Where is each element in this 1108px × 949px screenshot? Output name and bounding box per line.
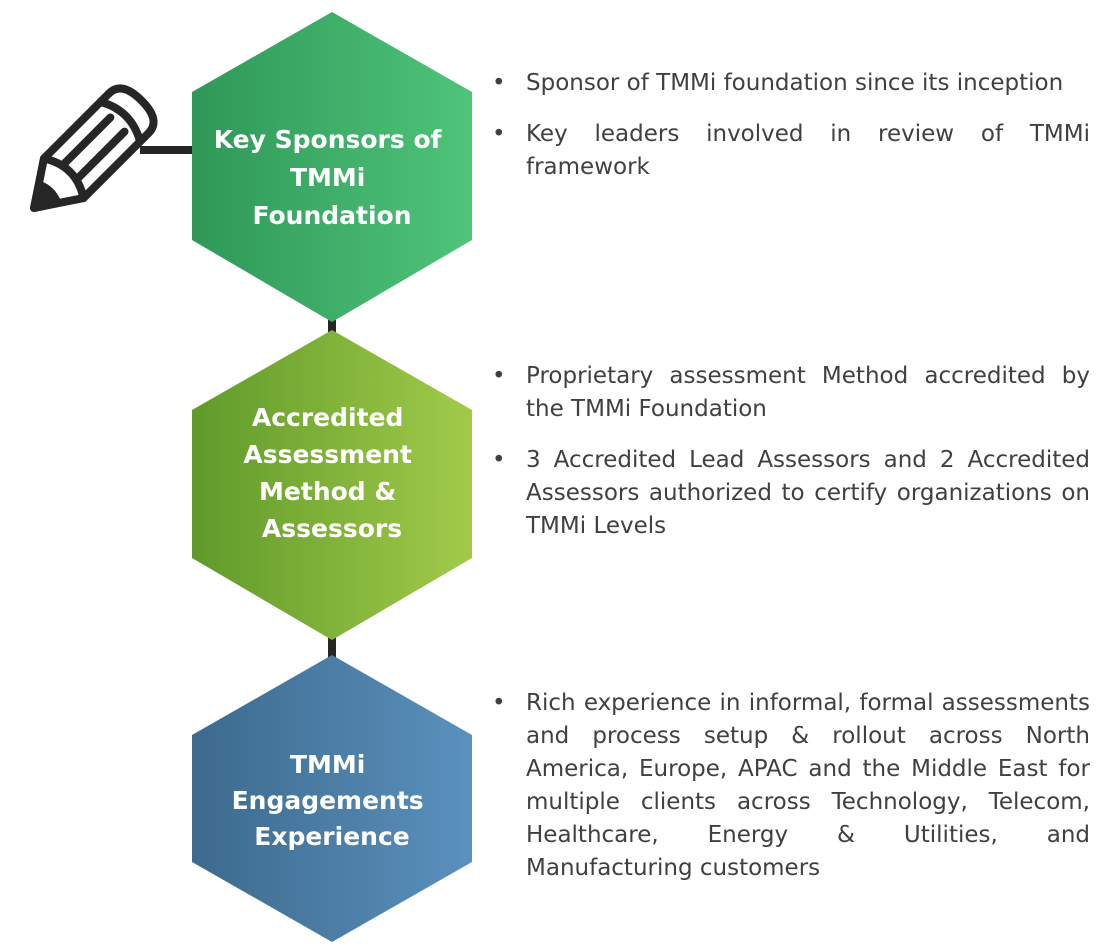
stage-3: TMMi Engagements Experience	[192, 655, 472, 942]
stage-3-label: TMMi Engagements Experience	[232, 750, 433, 851]
stage-1-bullets: Sponsor of TMMi foundation since its inc…	[490, 67, 1090, 184]
stage-1-bullet-1: Sponsor of TMMi foundation since its inc…	[490, 67, 1090, 100]
stage-2-hexagon	[192, 330, 472, 640]
stage-1-hexagon	[192, 12, 472, 322]
stage-2: Accredited Assessment Method & Assessors	[192, 330, 472, 640]
stage-1-bullet-2: Key leaders involved in review of TMMi f…	[490, 118, 1090, 184]
stage-2-bullets: Proprietary assessment Method accredited…	[490, 360, 1090, 543]
stage-3-hexagon	[192, 655, 472, 942]
stage-3-bullet-1: Rich experience in informal, formal asse…	[490, 687, 1090, 885]
stage-1: Key Sponsors of TMMi Foundation	[192, 12, 472, 322]
stage-1-label: Key Sponsors of TMMi Foundation	[214, 125, 451, 230]
stage-2-label: Accredited Assessment Method & Assessors	[243, 403, 420, 543]
pencil-icon	[30, 84, 158, 212]
stage-3-bullets: Rich experience in informal, formal asse…	[490, 687, 1090, 885]
stage-2-bullet-1: Proprietary assessment Method accredited…	[490, 360, 1090, 426]
stage-2-bullet-2: 3 Accredited Lead Assessors and 2 Accred…	[490, 444, 1090, 543]
